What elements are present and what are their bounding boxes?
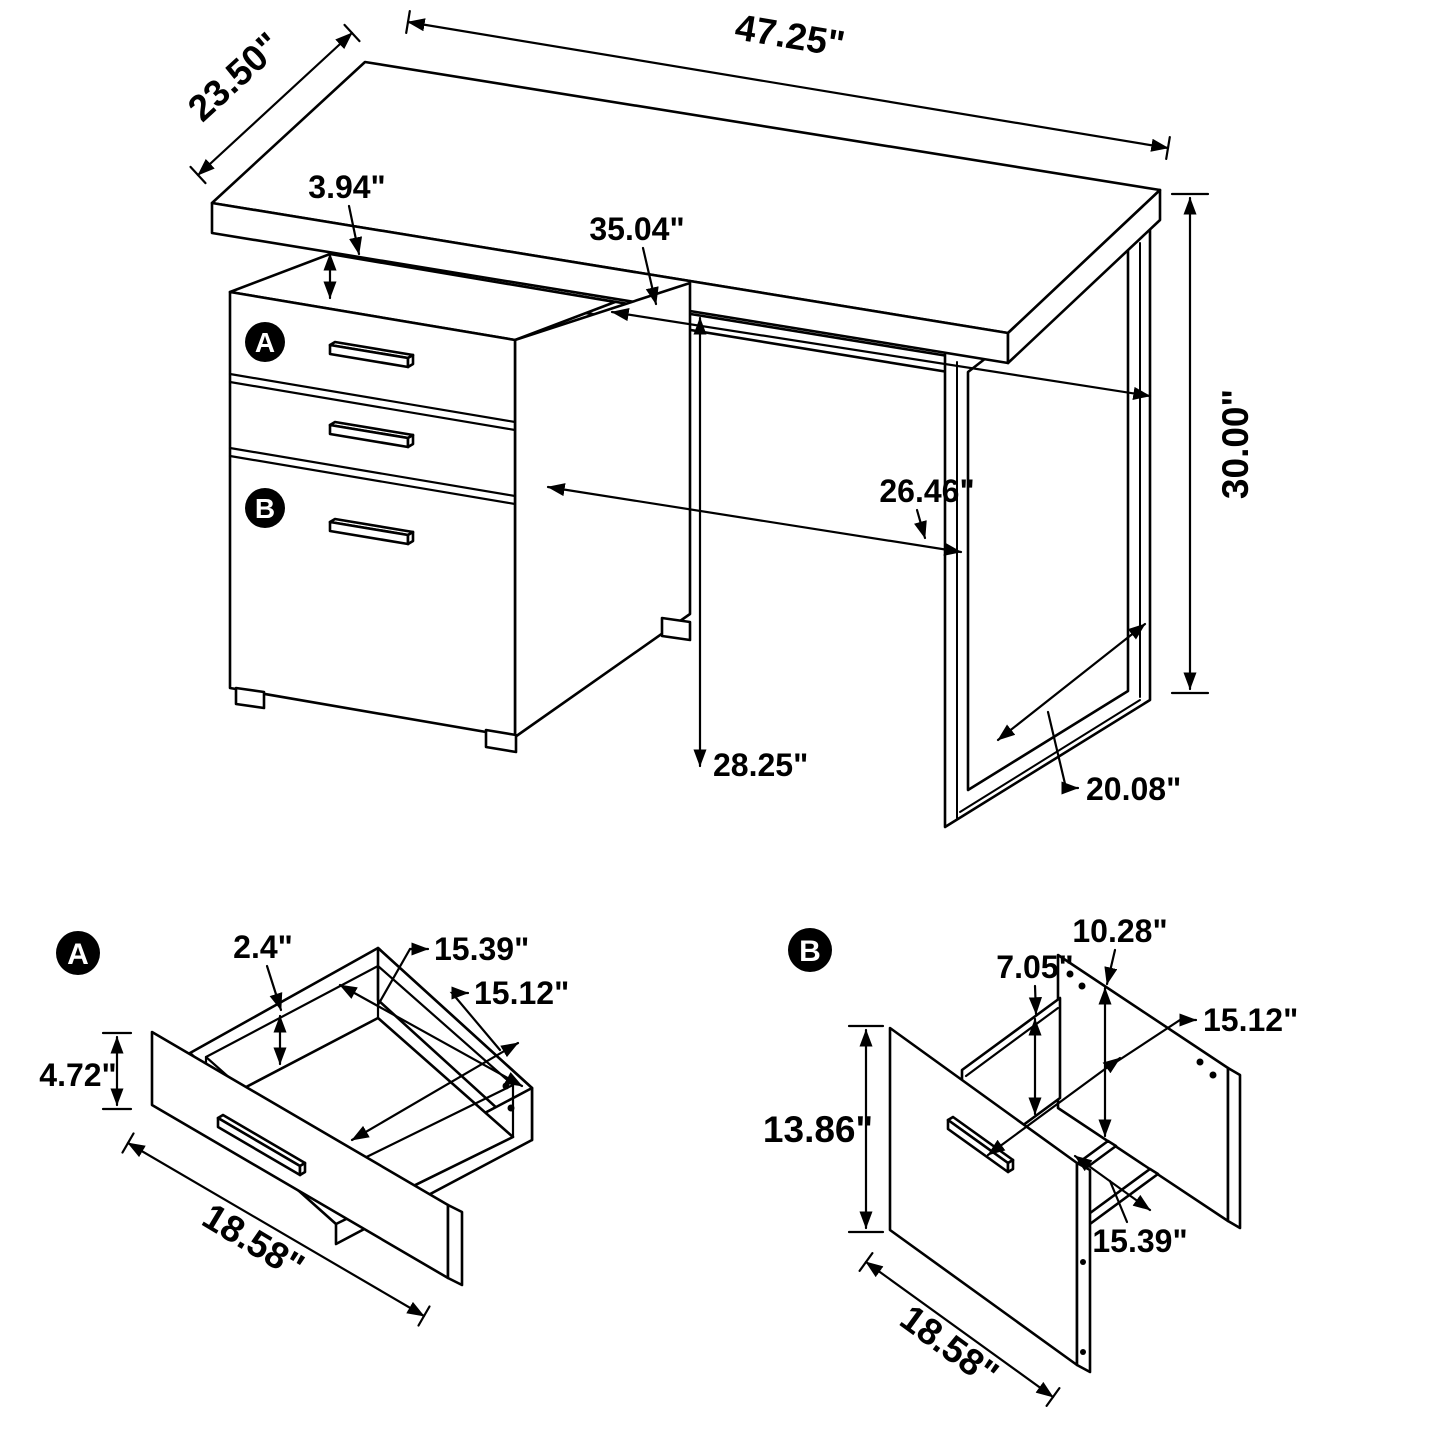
dim-b-inner-width-label: 15.39"	[1092, 1223, 1187, 1259]
dim-desk-knee-width: 26.46"	[546, 473, 975, 556]
drawer-b-screw-5	[1080, 1259, 1086, 1265]
dim-desk-underside-width-label: 35.04"	[589, 211, 684, 247]
dim-b-front-height: 13.86"	[763, 1024, 885, 1234]
badge-b-letter: B	[255, 493, 275, 524]
cabinet-foot-back	[660, 616, 692, 642]
dim-b-back-height-label: 10.28"	[1072, 913, 1167, 949]
cabinet-foot-front-right	[484, 728, 518, 754]
dim-b-inner-depth: 15.12"	[986, 1002, 1298, 1157]
dim-a-inner-depth: 15.12"	[350, 975, 569, 1142]
dim-a-rim-height-label: 2.4"	[233, 929, 293, 965]
dim-b-inner-depth-label: 15.12"	[1203, 1002, 1298, 1038]
dim-desk-top-depth-label: 23.50"	[180, 24, 289, 129]
badge-drawer-a: A	[245, 322, 285, 362]
dim-desk-underside-height: 28.25"	[693, 316, 808, 783]
badge-section-a: A	[56, 931, 100, 975]
drawer-b-screw-2	[1078, 982, 1086, 990]
dim-desk-height: 30.00"	[1170, 192, 1256, 695]
badge-a-letter: A	[255, 327, 275, 358]
drawer-b-front-panel-side	[1075, 1161, 1092, 1374]
badge-section-b: B	[788, 928, 832, 972]
dim-desk-top-width-label: 47.25"	[732, 6, 847, 64]
badge-section-a-letter: A	[67, 938, 89, 971]
cabinet-side-face	[513, 281, 692, 739]
dim-a-front-width-label: 18.58"	[196, 1195, 312, 1287]
badge-section-b-letter: B	[799, 935, 821, 968]
dim-desk-gap: 3.94"	[308, 169, 386, 300]
dim-desk-leg-depth-label: 20.08"	[1086, 771, 1181, 807]
dim-b-inner-width: 15.39"	[1073, 1154, 1188, 1259]
cabinet-foot-front-left	[234, 686, 266, 710]
dim-b-front-width-label: 18.58"	[893, 1297, 1006, 1395]
dim-a-rim-height: 2.4"	[233, 929, 293, 1066]
dim-desk-leg-depth: 20.08"	[996, 622, 1181, 807]
drawer-b-screw-4	[1209, 1071, 1217, 1079]
drawer-a-screw-1	[502, 1082, 510, 1090]
dim-desk-knee-width-label: 26.46"	[879, 473, 974, 509]
drawer-divider-1a	[228, 372, 517, 424]
drawer-divider-2a	[228, 446, 517, 498]
drawer-handle-bottom	[328, 517, 415, 546]
dim-b-front-height-label: 13.86"	[763, 1109, 873, 1150]
dim-desk-gap-label: 3.94"	[308, 169, 385, 205]
dim-a-front-height-label: 4.72"	[39, 1057, 116, 1093]
drawer-b-screw-6	[1080, 1349, 1086, 1355]
drawer-handle-top	[328, 340, 415, 369]
badge-drawer-b: B	[245, 488, 285, 528]
dim-a-inner-width-label: 15.39"	[434, 931, 529, 967]
drawer-b-screw-1	[1066, 970, 1074, 978]
dim-b-side-height-label: 7.05"	[996, 949, 1073, 985]
dim-desk-underside-height-label: 28.25"	[713, 747, 808, 783]
drawer-b-left-side-inner-edge	[964, 1006, 1060, 1078]
dim-a-inner-depth-label: 15.12"	[474, 975, 569, 1011]
drawer-handle-middle	[328, 420, 415, 449]
drawer-divider-2b	[228, 454, 517, 506]
drawer-a-diagram: A 4.72" 18.	[39, 929, 569, 1327]
desk-diagram: A B 47.25" 23.50" 30.00" 3	[180, 6, 1256, 829]
drawer-a-screw-2	[507, 1104, 515, 1112]
dim-b-back-height: 10.28"	[1072, 913, 1168, 1138]
dim-desk-height-label: 30.00"	[1215, 389, 1256, 499]
drawer-b-diagram: B 13.86"	[763, 913, 1298, 1408]
drawer-divider-1b	[228, 380, 517, 432]
drawer-b-screw-3	[1196, 1058, 1204, 1066]
drawer-a-front-panel-side	[446, 1203, 464, 1287]
dim-a-front-height: 4.72"	[39, 1031, 133, 1111]
drawer-b-right-side-sliver	[1226, 1066, 1242, 1230]
